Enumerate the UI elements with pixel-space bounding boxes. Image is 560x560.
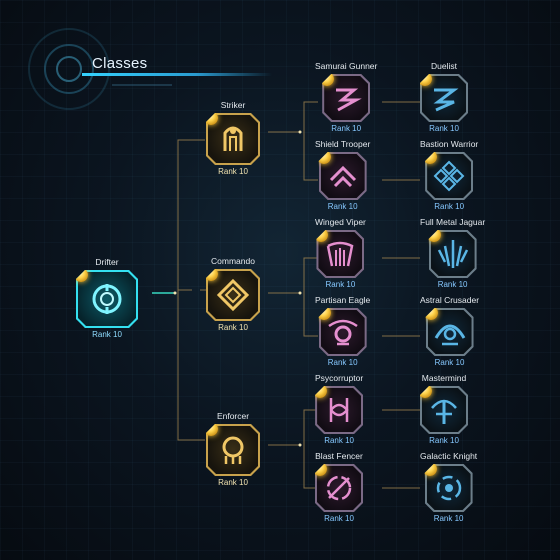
rank-orb-icon	[74, 268, 88, 282]
class-name: Striker	[220, 100, 246, 110]
class-node-winged-viper[interactable]: Winged Viper Rank 10	[315, 217, 366, 290]
class-rank: Rank 10	[331, 124, 362, 133]
class-name: Galactic Knight	[420, 451, 478, 461]
class-rank: Rank 10	[218, 323, 248, 332]
class-node-full-metal-jaguar[interactable]: Full Metal Jaguar Rank 10	[420, 217, 485, 290]
class-node-shield-trooper[interactable]: Shield Trooper Rank 10	[315, 139, 370, 212]
class-rank: Rank 10	[434, 202, 465, 211]
rank-orb-icon	[313, 384, 327, 398]
class-name: Samurai Gunner	[315, 61, 378, 71]
class-node-astral-crusader[interactable]: Astral Crusader Rank 10	[420, 295, 479, 368]
class-name: Mastermind	[421, 373, 467, 383]
class-name: Bastion Warrior	[420, 139, 479, 149]
rank-orb-icon	[423, 462, 437, 476]
class-name: Duelist	[431, 61, 457, 71]
class-node-duelist[interactable]: Duelist Rank 10	[420, 61, 468, 134]
class-rank: Rank 10	[218, 167, 248, 176]
duelist-emblem-icon	[426, 80, 462, 116]
enforcer-emblem-icon	[213, 430, 253, 470]
class-rank: Rank 10	[433, 514, 464, 523]
class-name: Shield Trooper	[315, 139, 371, 149]
samurai-gunner-emblem-icon	[328, 80, 364, 116]
class-node-mastermind[interactable]: Mastermind Rank 10	[420, 373, 468, 446]
partisan-eagle-emblem-icon	[325, 314, 361, 350]
class-name: Partisan Eagle	[315, 295, 371, 305]
mastermind-emblem-icon	[426, 392, 462, 428]
rank-orb-icon	[204, 111, 218, 125]
rank-orb-icon	[204, 422, 218, 436]
rank-orb-icon	[418, 72, 432, 86]
class-name: Enforcer	[216, 411, 250, 421]
class-rank: Rank 10	[324, 436, 354, 445]
striker-emblem-icon	[213, 119, 253, 159]
class-name: Winged Viper	[315, 217, 366, 227]
class-name: Commando	[211, 256, 255, 266]
galactic-knight-emblem-icon	[431, 470, 467, 506]
blast-fencer-emblem-icon	[321, 470, 357, 506]
rank-orb-icon	[424, 306, 438, 320]
psycorruptor-emblem-icon	[321, 392, 357, 428]
class-node-enforcer[interactable]: Enforcer Rank 10	[206, 411, 260, 488]
class-rank: Rank 10	[327, 358, 358, 367]
class-node-samurai-gunner[interactable]: Samurai Gunner Rank 10	[315, 61, 377, 134]
commando-emblem-icon	[213, 275, 253, 315]
class-rank: Rank 10	[437, 280, 468, 289]
class-node-commando[interactable]: Commando Rank 10	[206, 256, 260, 333]
class-rank: Rank 10	[434, 358, 465, 367]
class-name: Psycorruptor	[315, 373, 364, 383]
class-rank: Rank 10	[429, 124, 459, 133]
full-metal-jaguar-emblem-icon	[435, 236, 471, 272]
title-underline	[82, 73, 272, 76]
shield-trooper-emblem-icon	[325, 158, 361, 194]
rank-orb-icon	[418, 384, 432, 398]
class-node-blast-fencer[interactable]: Blast Fencer Rank 10	[315, 451, 363, 524]
drifter-emblem-icon	[87, 279, 127, 319]
class-node-drifter[interactable]: Drifter Rank 10	[76, 257, 138, 340]
class-node-psycorruptor[interactable]: Psycorruptor Rank 10	[315, 373, 363, 446]
class-rank: Rank 10	[92, 330, 122, 339]
class-name: Blast Fencer	[315, 451, 363, 461]
class-rank: Rank 10	[218, 478, 248, 487]
class-rank: Rank 10	[325, 280, 356, 289]
title-decoration	[112, 84, 172, 86]
class-rank: Rank 10	[327, 202, 358, 211]
rank-orb-icon	[317, 150, 331, 164]
class-node-galactic-knight[interactable]: Galactic Knight Rank 10	[420, 451, 477, 524]
class-name: Full Metal Jaguar	[420, 217, 486, 227]
class-node-bastion-warrior[interactable]: Bastion Warrior Rank 10	[420, 139, 478, 212]
winged-viper-emblem-icon	[322, 236, 358, 272]
bastion-warrior-emblem-icon	[431, 158, 467, 194]
class-node-partisan-eagle[interactable]: Partisan Eagle Rank 10	[315, 295, 370, 368]
rank-orb-icon	[317, 306, 331, 320]
class-name: Astral Crusader	[420, 295, 480, 305]
rank-orb-icon	[204, 267, 218, 281]
class-node-striker[interactable]: Striker Rank 10	[206, 100, 260, 177]
astral-crusader-emblem-icon	[432, 314, 468, 350]
class-rank: Rank 10	[429, 436, 459, 445]
rank-orb-icon	[313, 462, 327, 476]
class-name: Drifter	[95, 257, 119, 267]
rank-orb-icon	[427, 228, 441, 242]
class-rank: Rank 10	[324, 514, 354, 523]
page-title: Classes	[92, 55, 148, 72]
